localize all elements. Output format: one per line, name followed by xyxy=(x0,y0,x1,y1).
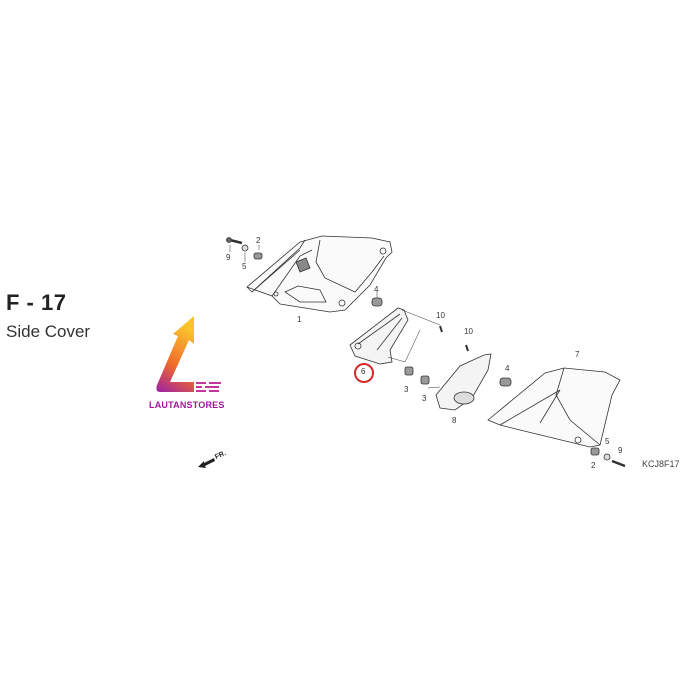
part-8-lower-cover[interactable] xyxy=(427,353,492,411)
part-10-bolt[interactable] xyxy=(439,325,443,333)
callout-3: 3 xyxy=(404,385,409,394)
callout-10: 10 xyxy=(436,311,445,320)
part-3-nut[interactable] xyxy=(404,366,414,376)
part-9-bolt[interactable] xyxy=(611,459,626,468)
part-2-grommet[interactable] xyxy=(590,447,600,456)
callout-8: 8 xyxy=(452,416,457,425)
front-direction-indicator: FR. xyxy=(196,450,230,476)
diagram-code: KCJ8F17 xyxy=(642,459,680,469)
callout-5: 5 xyxy=(242,262,247,271)
callout-6: 6 xyxy=(361,367,366,376)
callout-4: 4 xyxy=(374,285,379,294)
part-4-grommet-2[interactable] xyxy=(499,377,512,387)
part-10-bolt-2[interactable] xyxy=(465,344,469,352)
part-5-collar[interactable] xyxy=(603,453,611,461)
figure-title: Side Cover xyxy=(6,322,91,341)
callout-4-b: 4 xyxy=(505,364,510,373)
callout-10-b: 10 xyxy=(464,327,473,336)
callout-2-b: 2 xyxy=(591,461,596,470)
callout-1: 1 xyxy=(297,315,302,324)
hardware-upper-left xyxy=(226,237,263,262)
part-6-bracket[interactable] xyxy=(349,307,441,365)
part-1-side-cover[interactable] xyxy=(246,235,393,313)
callout-9: 9 xyxy=(226,253,231,262)
part-4-grommet[interactable] xyxy=(371,297,383,307)
callout-3-b: 3 xyxy=(422,394,427,403)
callout-2: 2 xyxy=(256,236,261,245)
brand-name: LAUTANSTORES xyxy=(149,400,225,410)
callout-9-b: 9 xyxy=(618,446,623,455)
callout-5-b: 5 xyxy=(605,437,610,446)
callout-7: 7 xyxy=(575,350,580,359)
figure-code: F - 17 xyxy=(6,290,67,315)
highlight-circle xyxy=(354,363,374,383)
arrow-left-icon xyxy=(198,458,215,468)
part-3-nut-2[interactable] xyxy=(420,375,430,385)
part-7-side-cover[interactable] xyxy=(487,367,621,448)
